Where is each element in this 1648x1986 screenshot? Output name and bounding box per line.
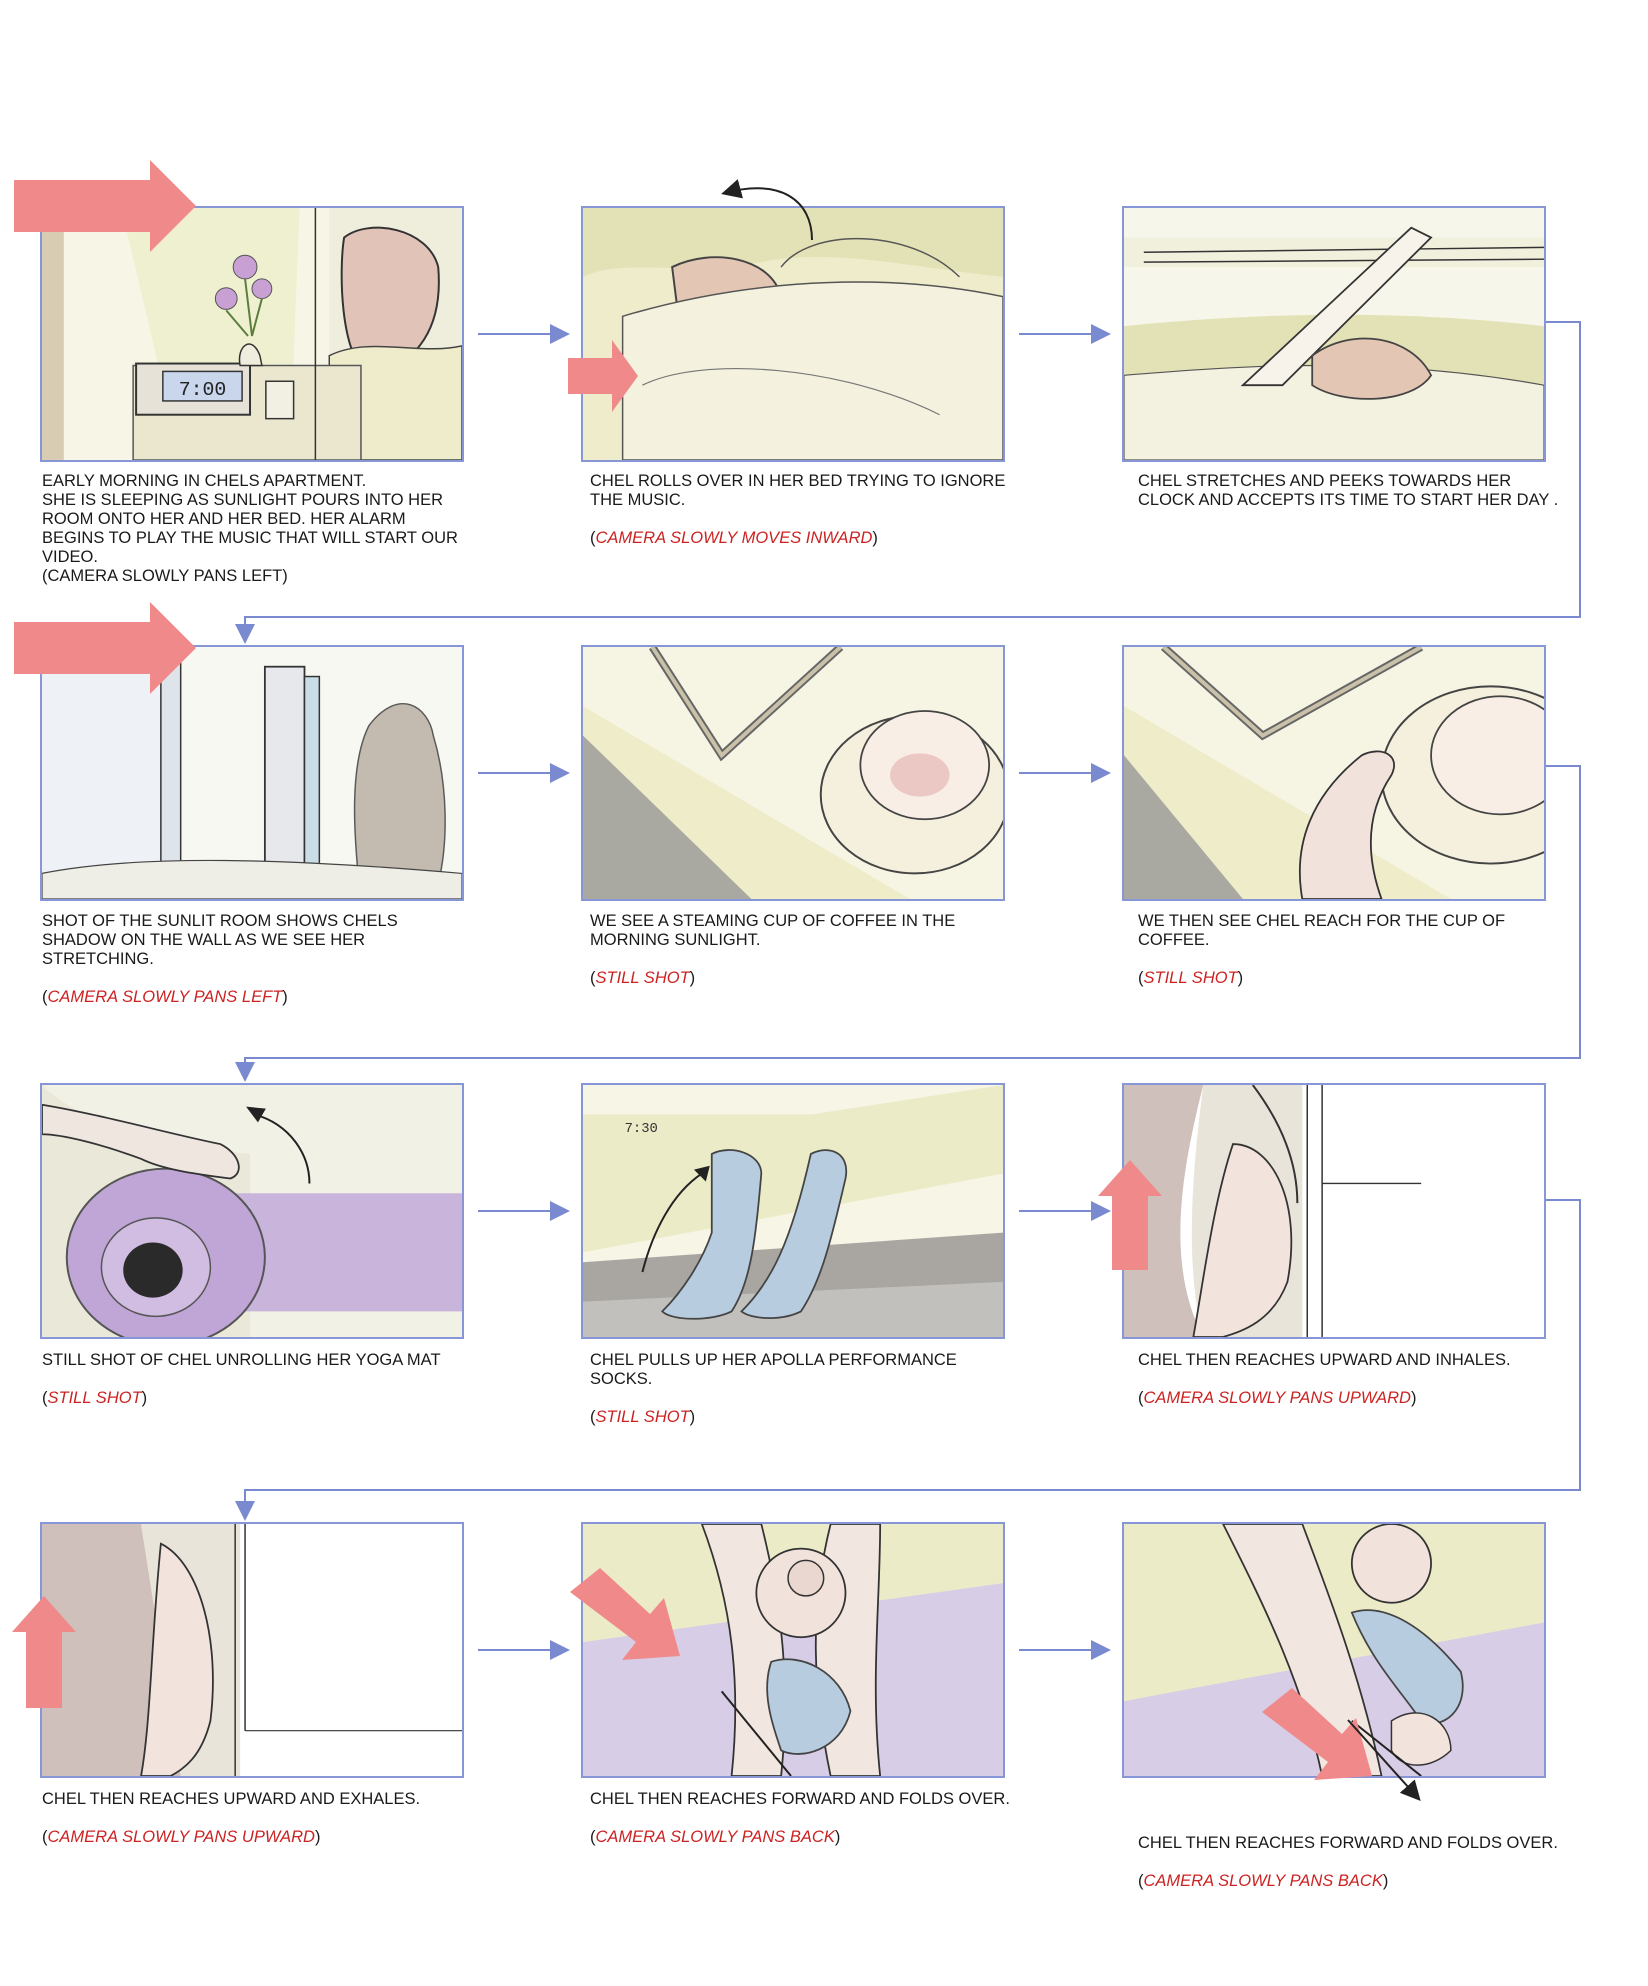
caption-panel-11: CHEL THEN REACHES FORWARD AND FOLDS OVER… — [590, 1790, 1020, 1847]
caption-line: CHEL THEN REACHES FORWARD AND FOLDS OVER… — [1138, 1834, 1558, 1852]
caption-panel-7: STILL SHOT OF CHEL UNROLLING HER YOGA MA… — [42, 1351, 472, 1408]
camera-note: (CAMERA SLOWLY PANS UPWARD) — [1138, 1389, 1417, 1407]
panel-2-image — [581, 206, 1005, 462]
caption-line: SHE IS SLEEPING AS SUNLIGHT POURS INTO H… — [42, 491, 458, 566]
camera-direction: CAMERA SLOWLY PANS BACK — [1143, 1872, 1383, 1890]
caption-panel-4: SHOT OF THE SUNLIT ROOM SHOWS CHELS SHAD… — [42, 912, 472, 1007]
caption-line: WE THEN SEE CHEL REACH FOR THE CUP OF CO… — [1138, 912, 1506, 949]
camera-direction: CAMERA SLOWLY MOVES INWARD — [595, 529, 873, 547]
caption-panel-1: EARLY MORNING IN CHELS APARTMENT. SHE IS… — [42, 472, 472, 586]
caption-line: WE SEE A STEAMING CUP OF COFFEE IN THE M… — [590, 912, 956, 949]
camera-note: (CAMERA SLOWLY PANS BACK) — [590, 1828, 841, 1846]
panel-12-image — [1122, 1522, 1546, 1778]
caption-line: CHEL STRETCHES AND PEEKS TOWARDS HER CLO… — [1138, 472, 1559, 509]
caption-panel-12: CHEL THEN REACHES FORWARD AND FOLDS OVER… — [1138, 1834, 1568, 1891]
caption-panel-2: CHEL ROLLS OVER IN HER BED TRYING TO IGN… — [590, 472, 1020, 548]
camera-direction: CAMERA SLOWLY PANS LEFT — [47, 567, 283, 585]
caption-line: STILL SHOT OF CHEL UNROLLING HER YOGA MA… — [42, 1351, 441, 1369]
panel-11-image — [581, 1522, 1005, 1778]
camera-direction: CAMERA SLOWLY PANS UPWARD — [47, 1828, 315, 1846]
panel-6-image — [1122, 645, 1546, 901]
bedside-clock-display: 7:30 — [625, 1121, 658, 1137]
caption-line: EARLY MORNING IN CHELS APARTMENT. — [42, 472, 367, 490]
camera-direction: CAMERA SLOWLY PANS LEFT — [47, 988, 283, 1006]
caption-panel-9: CHEL THEN REACHES UPWARD AND INHALES. (C… — [1138, 1351, 1568, 1408]
caption-panel-6: WE THEN SEE CHEL REACH FOR THE CUP OF CO… — [1138, 912, 1568, 988]
camera-direction: CAMERA SLOWLY PANS BACK — [595, 1828, 835, 1846]
camera-direction: STILL SHOT — [595, 969, 690, 987]
camera-direction: STILL SHOT — [1143, 969, 1238, 987]
caption-line: CHEL PULLS UP HER APOLLA PERFORMANCE SOC… — [590, 1351, 957, 1388]
caption-panel-5: WE SEE A STEAMING CUP OF COFFEE IN THE M… — [590, 912, 1020, 988]
caption-line: CHEL THEN REACHES UPWARD AND EXHALES. — [42, 1790, 421, 1808]
camera-note: (CAMERA SLOWLY PANS LEFT) — [42, 988, 288, 1006]
caption-line: SHOT OF THE SUNLIT ROOM SHOWS CHELS SHAD… — [42, 912, 398, 968]
caption-panel-3: CHEL STRETCHES AND PEEKS TOWARDS HER CLO… — [1138, 472, 1568, 510]
caption-panel-10: CHEL THEN REACHES UPWARD AND EXHALES. (C… — [42, 1790, 472, 1847]
caption-line: CHEL THEN REACHES UPWARD AND INHALES. — [1138, 1351, 1511, 1369]
camera-note: (CAMERA SLOWLY PANS LEFT) — [42, 567, 288, 585]
panel-10-image — [40, 1522, 464, 1778]
camera-note: (CAMERA SLOWLY PANS UPWARD) — [42, 1828, 321, 1846]
camera-note: (STILL SHOT) — [590, 1408, 696, 1426]
panel-9-image — [1122, 1083, 1546, 1339]
caption-line: CHEL THEN REACHES FORWARD AND FOLDS OVER… — [590, 1790, 1010, 1808]
panel-4-image — [40, 645, 464, 901]
camera-direction: CAMERA SLOWLY PANS UPWARD — [1143, 1389, 1411, 1407]
panel-8-image: 7:30 — [581, 1083, 1005, 1339]
panel-3-image — [1122, 206, 1546, 462]
camera-note: (CAMERA SLOWLY MOVES INWARD) — [590, 529, 878, 547]
caption-line: CHEL ROLLS OVER IN HER BED TRYING TO IGN… — [590, 472, 1006, 509]
camera-note: (STILL SHOT) — [1138, 969, 1244, 987]
camera-note: (STILL SHOT) — [590, 969, 696, 987]
camera-note: (CAMERA SLOWLY PANS BACK) — [1138, 1872, 1389, 1890]
caption-panel-8: CHEL PULLS UP HER APOLLA PERFORMANCE SOC… — [590, 1351, 1020, 1427]
camera-direction: STILL SHOT — [47, 1389, 142, 1407]
camera-direction: STILL SHOT — [595, 1408, 690, 1426]
alarm-clock-display: 7:00 — [179, 379, 227, 401]
panel-1-image: 7:00 — [40, 206, 464, 462]
panel-5-image — [581, 645, 1005, 901]
camera-note: (STILL SHOT) — [42, 1389, 148, 1407]
panel-7-image — [40, 1083, 464, 1339]
